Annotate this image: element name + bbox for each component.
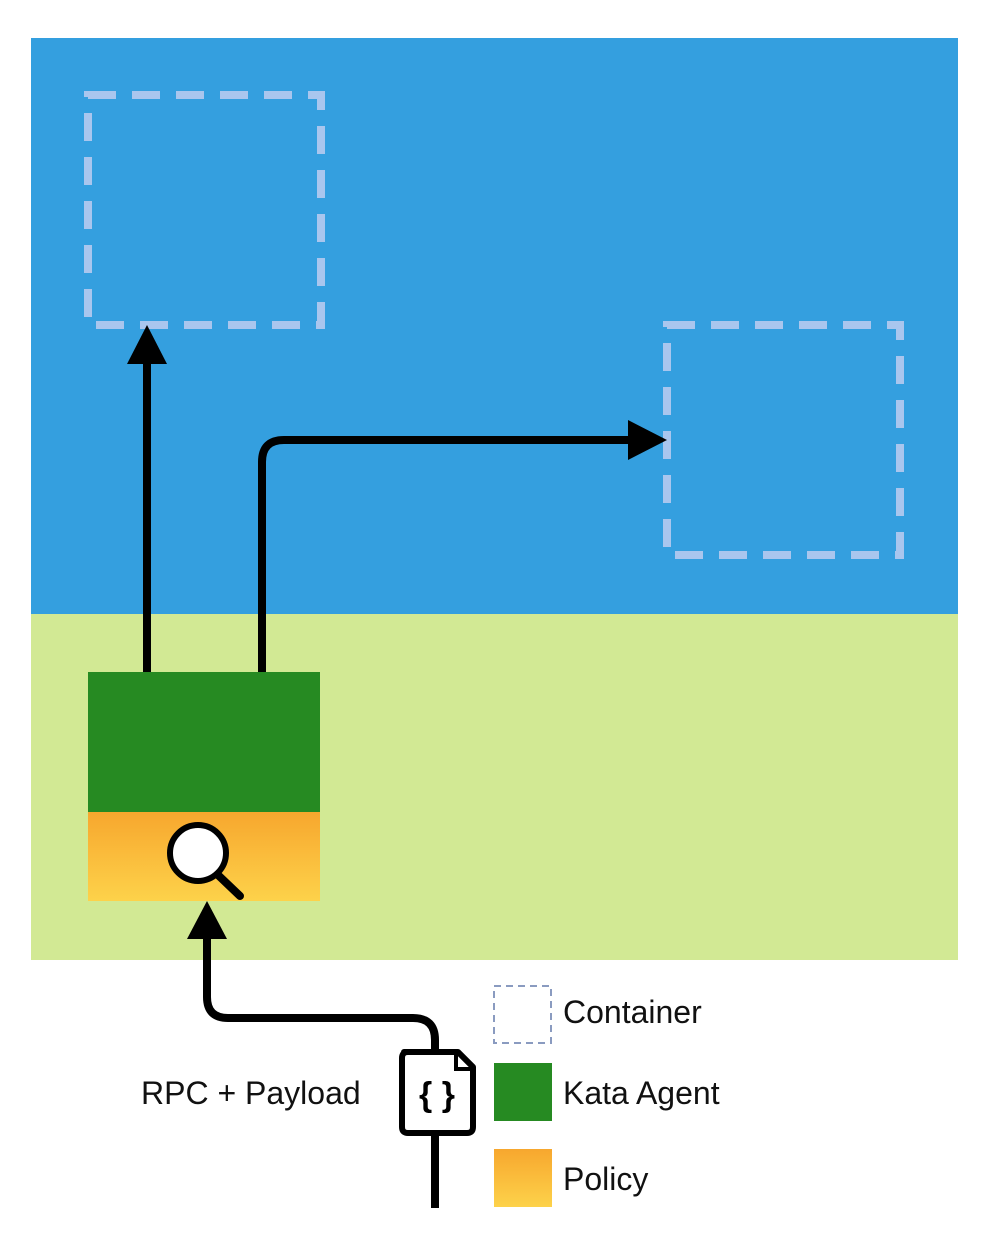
arrow-to-container-2 — [258, 420, 667, 672]
legend-policy-swatch — [494, 1149, 552, 1207]
legend-policy-label: Policy — [563, 1161, 649, 1197]
legend-kata-agent-swatch — [494, 1063, 552, 1121]
kata-agent-box — [88, 672, 320, 812]
legend-container-label: Container — [563, 994, 702, 1030]
magnifier-icon — [167, 822, 244, 900]
arrow-to-container-1 — [127, 325, 167, 672]
rpc-payload-label: RPC + Payload — [141, 1075, 361, 1111]
container-1 — [84, 91, 325, 329]
svg-text:{ }: { } — [419, 1076, 455, 1114]
container-2 — [663, 321, 904, 559]
legend-kata-agent-label: Kata Agent — [563, 1075, 720, 1111]
legend-container-swatch — [493, 985, 552, 1044]
rpc-arrow — [187, 901, 439, 1208]
json-document-icon: { } — [399, 1049, 476, 1136]
